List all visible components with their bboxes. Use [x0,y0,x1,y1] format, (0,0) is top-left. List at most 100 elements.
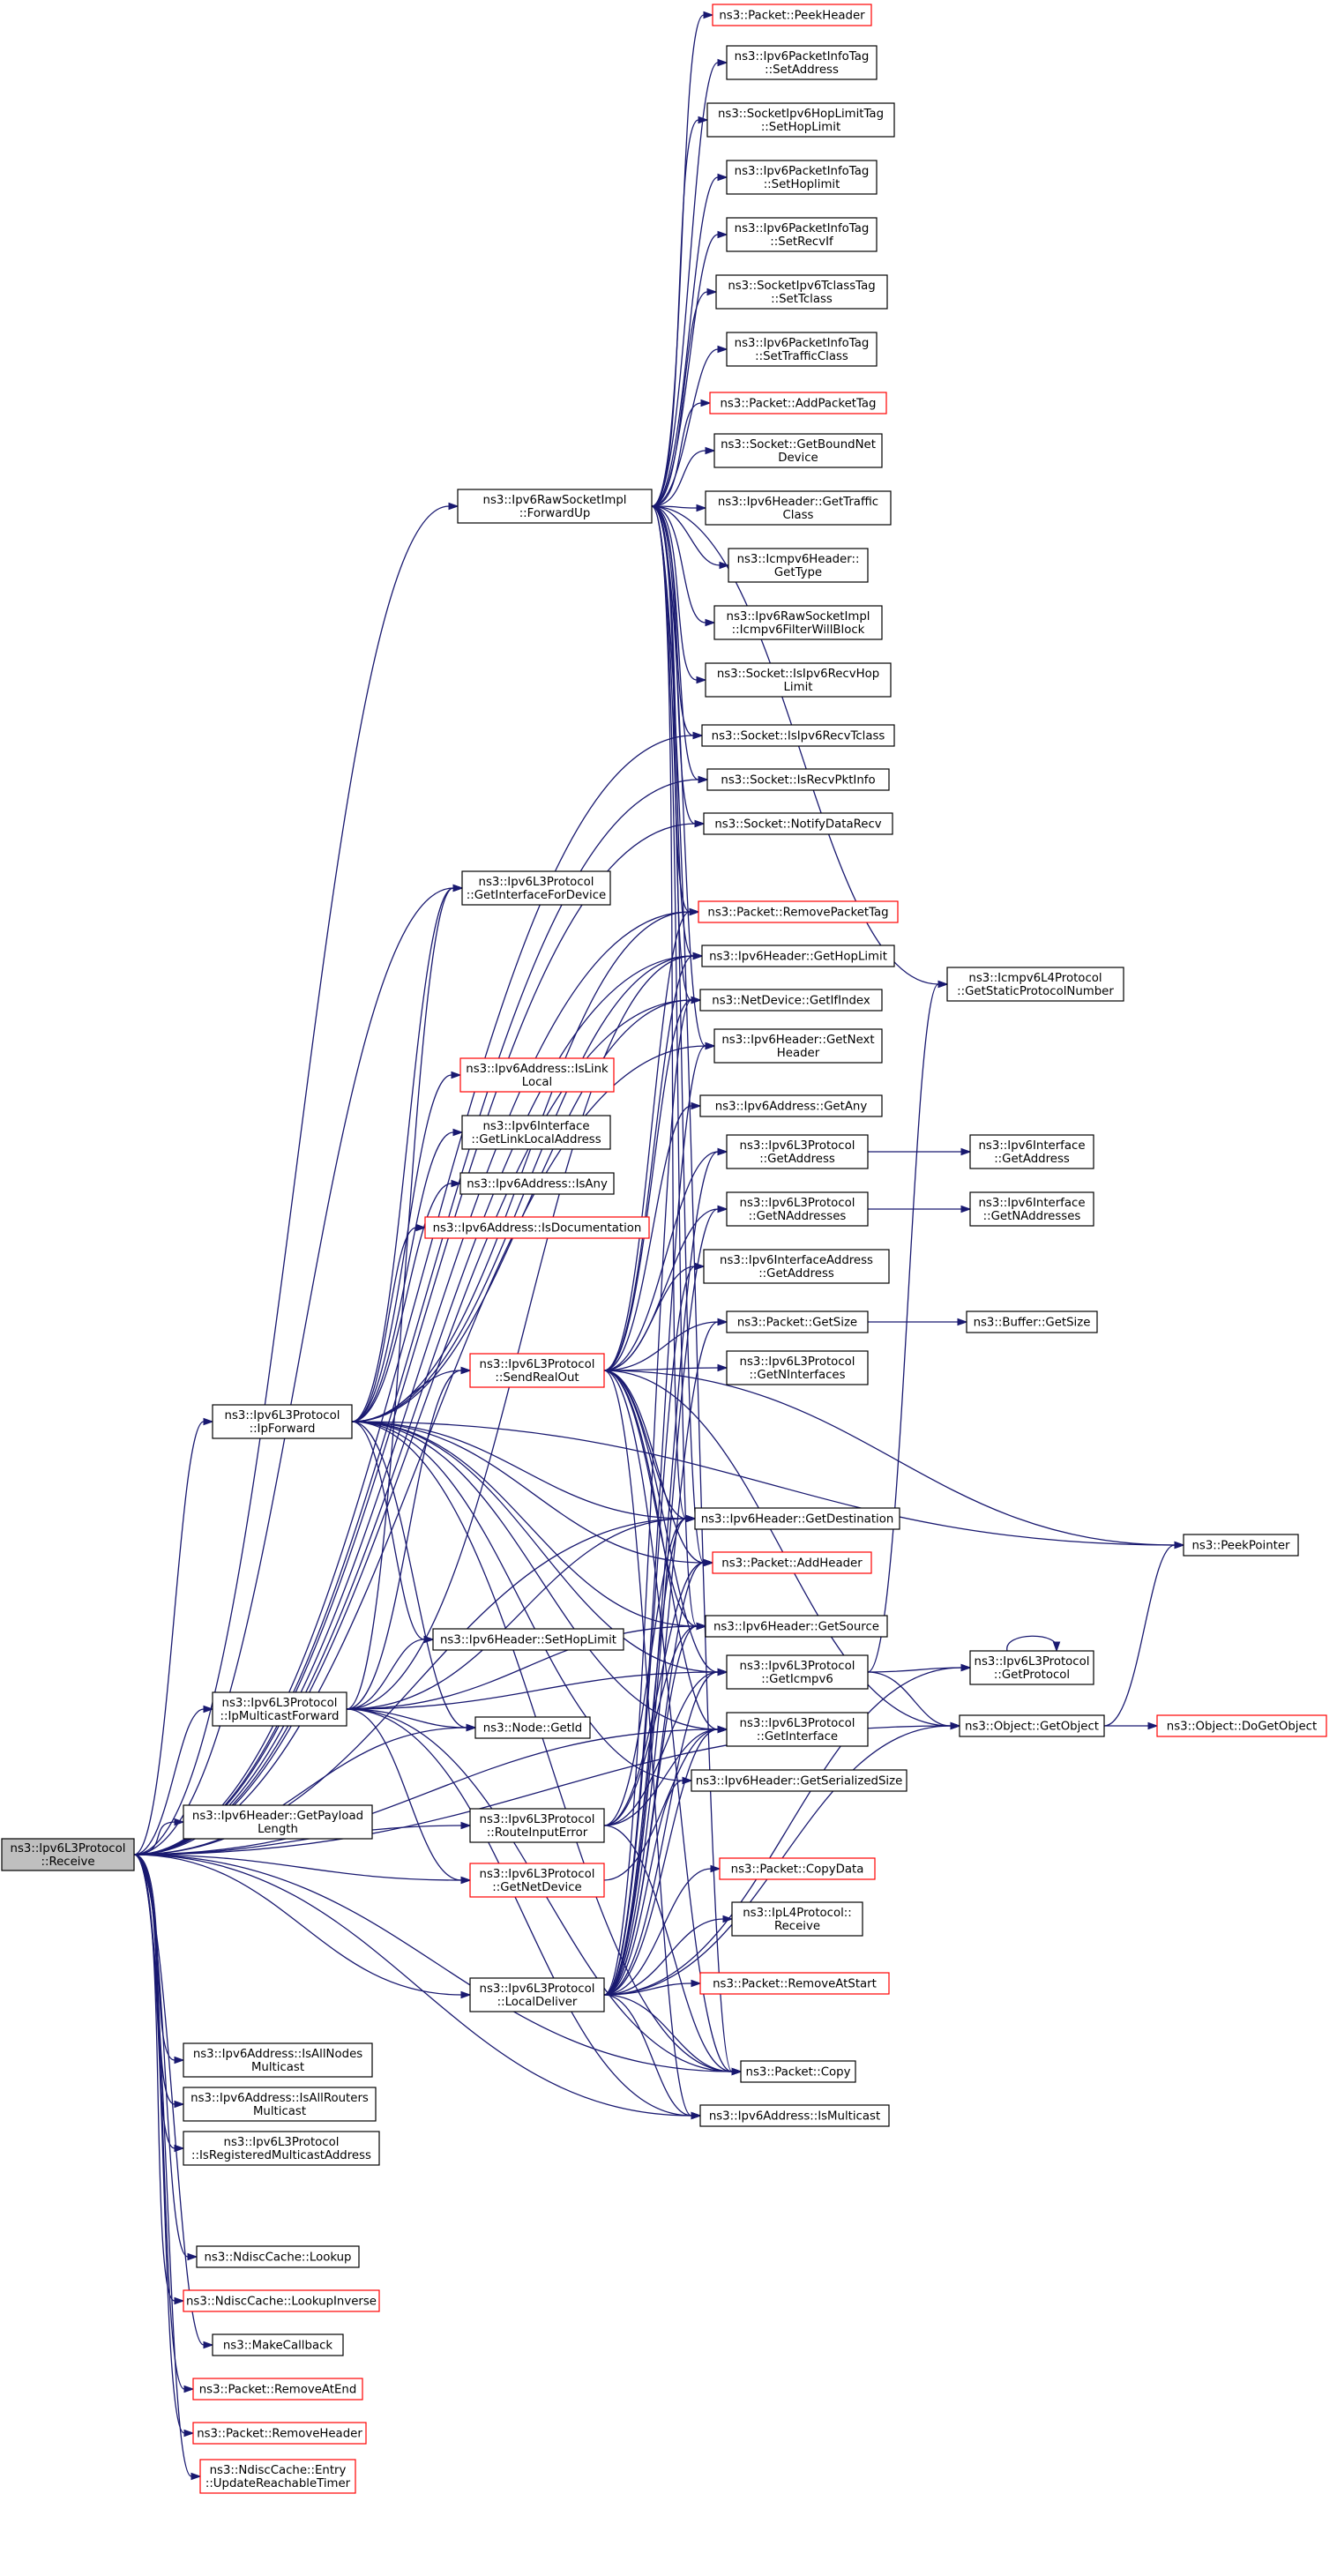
node-getsersize[interactable]: ns3::Ipv6Header::GetSerializedSize [691,1769,908,1792]
node-label: ns3::Ipv6L3Protocol [740,1660,855,1673]
node-label: ns3::SocketIpv6TclassTag [728,280,875,293]
node-getdest[interactable]: ns3::Ipv6Header::GetDestination [694,1507,900,1530]
node-label: ns3::Ipv6Interface [483,1120,590,1133]
node-label: Device [778,452,818,465]
node-pktgetsize[interactable]: ns3::Packet::GetSize [726,1310,869,1333]
node-dogetobj[interactable]: ns3::Object::DoGetObject [1156,1714,1327,1737]
node-peekptr[interactable]: ns3::PeekPointer [1183,1534,1299,1557]
node-box [469,1977,605,2012]
node-sendrealout[interactable]: ns3::Ipv6L3Protocol::SendRealOut [469,1353,605,1388]
node-addpackettag[interactable]: ns3::Packet::AddPacketTag [709,392,887,414]
node-tclasstag[interactable]: ns3::SocketIpv6TclassTag::SetTclass [715,274,888,310]
node-getifacefordev[interactable]: ns3::Ipv6L3Protocol::GetInterfaceForDevi… [461,870,611,906]
node-localdeliver[interactable]: ns3::Ipv6L3Protocol::LocalDeliver [469,1977,605,2012]
node-label: ns3::Ipv6L3Protocol [222,1697,338,1710]
node-box [705,490,892,526]
node-label: ns3::Packet::RemoveAtStart [713,1978,877,1991]
node-box [1,1838,135,1871]
node-ipforward[interactable]: ns3::Ipv6L3Protocol::IpForward [212,1404,353,1439]
node-pktcopy[interactable]: ns3::Packet::Copy [740,2060,856,2083]
node-receive[interactable]: ns3::Ipv6L3Protocol::Receive [1,1838,135,1871]
node-ifgetnaddr[interactable]: ns3::Ipv6Interface::GetNAddresses [969,1191,1094,1227]
node-ismcast[interactable]: ns3::Ipv6Address::IsMulticast [699,2104,890,2127]
node-objgetobj[interactable]: ns3::Object::GetObject [959,1714,1105,1737]
node-forwardup[interactable]: ns3::Ipv6RawSocketImpl::ForwardUp [457,489,653,524]
node-hoplimittag[interactable]: ns3::SocketIpv6HopLimitTag::SetHopLimit [706,102,895,138]
node-getifindex[interactable]: ns3::NetDevice::GetIfIndex [699,989,883,1012]
node-label: ns3::Ipv6L3Protocol [11,1842,126,1855]
node-label: ns3::Ipv6Header::GetTraffic [718,496,878,509]
node-label: ns3::Ipv6Interface [979,1139,1086,1153]
node-box [740,2060,856,2083]
node-removeatend[interactable]: ns3::Packet::RemoveAtEnd [192,2378,363,2401]
edges-layer [133,11,1185,2481]
node-updreach[interactable]: ns3::NdiscCache::Entry::UpdateReachableT… [199,2459,356,2494]
node-ipmcast[interactable]: ns3::Ipv6L3Protocol::IpMulticastForward [212,1691,347,1727]
node-addheader[interactable]: ns3::Packet::AddHeader [712,1551,872,1574]
node-isrecvtclass[interactable]: ns3::Socket::IsIpv6RecvTclass [701,724,895,747]
node-l3getaddr[interactable]: ns3::Ipv6L3Protocol::GetAddress [726,1134,869,1169]
node-ipl4recv[interactable]: ns3::IpL4Protocol::Receive [731,1901,863,1937]
node-pit_setrecvif[interactable]: ns3::Ipv6PacketInfoTag::SetRecvIf [726,217,878,252]
node-icmpfilter[interactable]: ns3::Ipv6RawSocketImpl::Icmpv6FilterWill… [713,605,883,640]
node-ifgetaddr[interactable]: ns3::Ipv6Interface::GetAddress [969,1134,1094,1169]
node-label: ::GetLinkLocalAddress [471,1133,601,1146]
node-lookup[interactable]: ns3::NdiscCache::Lookup [196,2245,360,2268]
node-icmpstatic[interactable]: ns3::Icmpv6L4Protocol::GetStaticProtocol… [946,967,1124,1002]
node-sethoplimit[interactable]: ns3::Ipv6Header::SetHopLimit [432,1628,624,1651]
node-box [719,1857,876,1880]
node-pit_setaddr[interactable]: ns3::Ipv6PacketInfoTag::SetAddress [726,45,878,80]
edge-localdeliver-to-l3getnaddr [603,1205,728,1996]
node-box [726,45,878,80]
node-label: ns3::Ipv6RawSocketImpl [727,610,870,623]
node-getany[interactable]: ns3::Ipv6Address::GetAny [699,1094,883,1117]
node-regmcast[interactable]: ns3::Ipv6L3Protocol::IsRegisteredMultica… [183,2131,380,2166]
node-removeatstart[interactable]: ns3::Packet::RemoveAtStart [699,1972,890,1995]
node-pit_settc[interactable]: ns3::Ipv6PacketInfoTag::SetTrafficClass [726,332,878,367]
node-box [726,1191,869,1227]
node-ipv6getproto[interactable]: ns3::Ipv6L3Protocol::GetProtocol [969,1650,1094,1685]
node-removepackettag[interactable]: ns3::Packet::RemovePacketTag [698,900,899,923]
node-isrecvpkt[interactable]: ns3::Socket::IsRecvPktInfo [706,768,890,791]
node-getsource[interactable]: ns3::Ipv6Header::GetSource [705,1615,888,1638]
node-nodegetid[interactable]: ns3::Node::GetId [474,1716,591,1739]
node-label: ns3::Ipv6PacketInfoTag [735,165,870,178]
node-getlinklocal[interactable]: ns3::Ipv6Interface::GetLinkLocalAddress [461,1115,611,1150]
node-gethoplimit[interactable]: ns3::Ipv6Header::GetHopLimit [701,945,895,967]
node-removeheader[interactable]: ns3::Packet::RemoveHeader [192,2422,367,2445]
node-label: ns3::Ipv6Header::GetHopLimit [709,951,887,964]
node-isany[interactable]: ns3::Ipv6Address::IsAny [459,1172,615,1195]
node-lookupinv[interactable]: ns3::NdiscCache::LookupInverse [183,2289,380,2312]
node-getnifaces[interactable]: ns3::Ipv6L3Protocol::GetNInterfaces [726,1350,869,1385]
node-routeinerr[interactable]: ns3::Ipv6L3Protocol::RouteInputError [469,1808,605,1843]
node-getnetdev[interactable]: ns3::Ipv6L3Protocol::GetNetDevice [469,1863,605,1898]
node-ifaddrget[interactable]: ns3::Ipv6InterfaceAddress::GetAddress [703,1249,890,1284]
node-copydata[interactable]: ns3::Packet::CopyData [719,1857,876,1880]
node-box [192,2422,367,2445]
node-geticmpv6[interactable]: ns3::Ipv6L3Protocol::GetIcmpv6 [726,1654,869,1690]
edge-geticmpv6-to-icmpstatic [867,980,949,1673]
node-makecb[interactable]: ns3::MakeCallback [212,2333,344,2356]
edge-forwardup-to-hoplimittag [651,116,709,507]
node-isdoc[interactable]: ns3::Ipv6Address::IsDocumentation [424,1216,650,1239]
node-buffersize[interactable]: ns3::Buffer::GetSize [966,1310,1098,1333]
node-getiface[interactable]: ns3::Ipv6L3Protocol::GetInterface [726,1712,869,1747]
node-peekheader[interactable]: ns3::Packet::PeekHeader [712,4,872,26]
node-label: ns3::Ipv6L3Protocol [480,1982,595,1996]
node-notifydata[interactable]: ns3::Socket::NotifyDataRecv [703,812,893,835]
node-pit_sethop[interactable]: ns3::Ipv6PacketInfoTag::SetHoplimit [726,160,878,195]
edge-receive-to-ipforward [133,1417,214,1855]
node-icmpgettype[interactable]: ns3::Icmpv6Header::GetType [728,548,869,583]
node-box [212,2333,344,2356]
node-l3getnaddr[interactable]: ns3::Ipv6L3Protocol::GetNAddresses [726,1191,869,1227]
node-box [969,1134,1094,1169]
node-box [969,1650,1094,1685]
